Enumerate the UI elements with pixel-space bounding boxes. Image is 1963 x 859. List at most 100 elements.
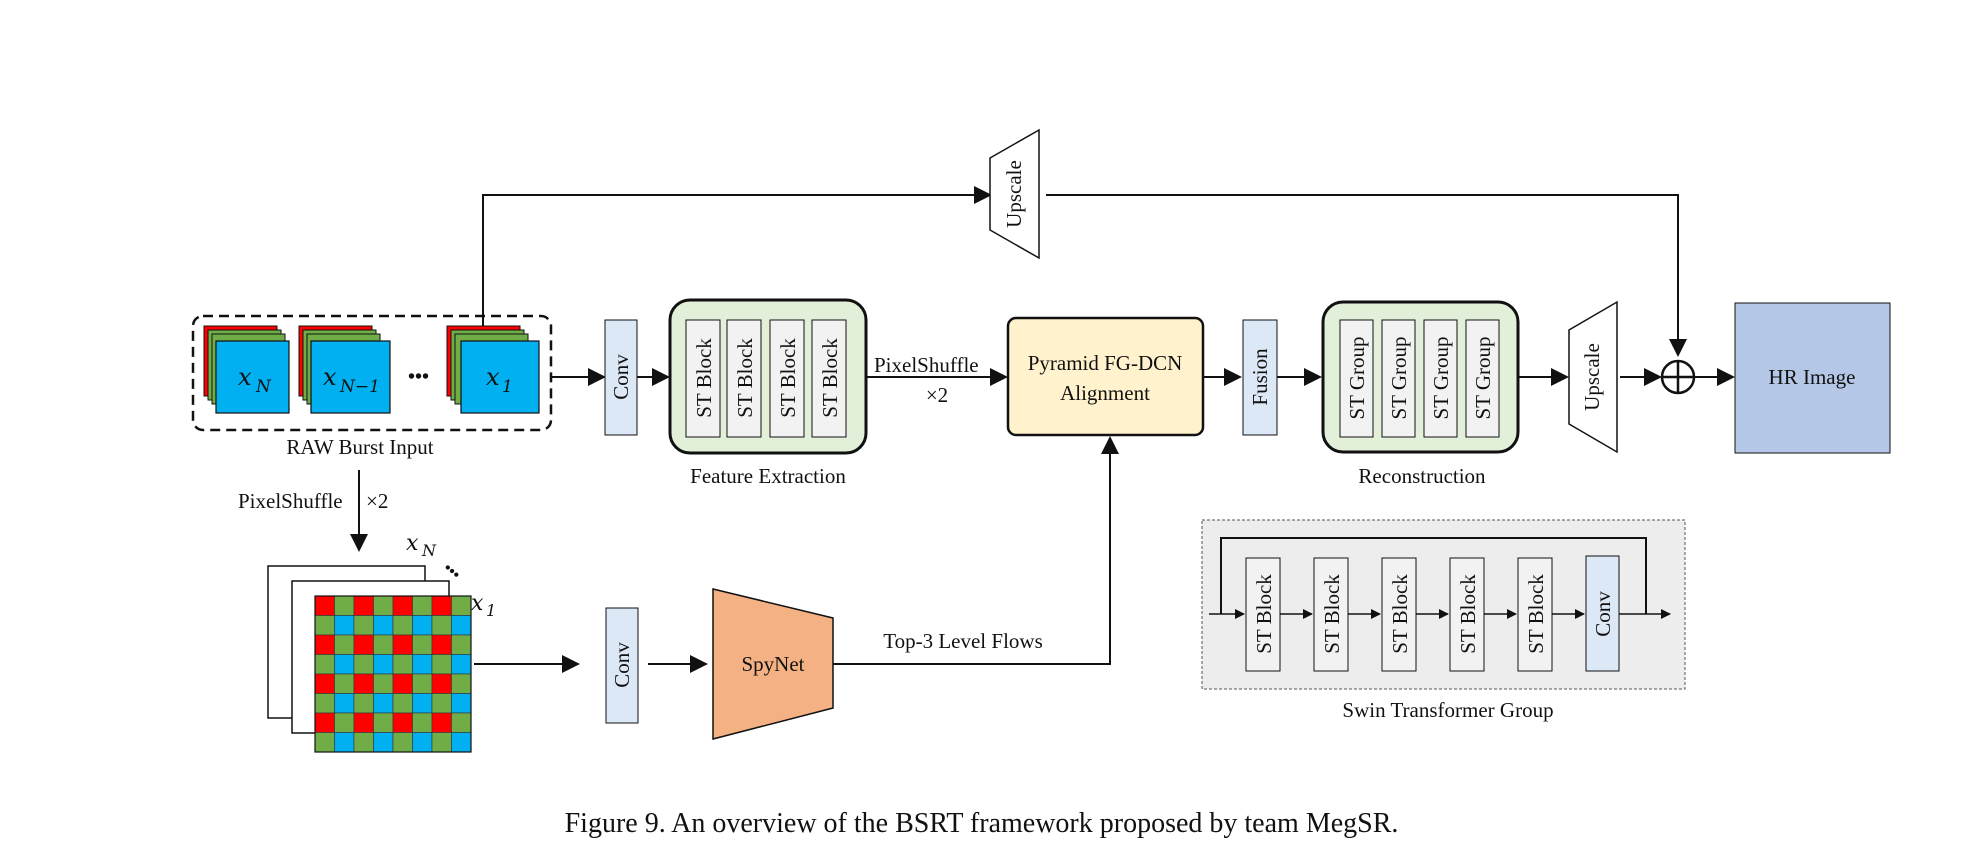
- swin-block-4-label: ST Block: [1456, 574, 1480, 654]
- bayer-cell: [334, 615, 355, 636]
- fe-block-1-label: ST Block: [692, 338, 716, 418]
- rc-group-3-label: ST Group: [1429, 336, 1453, 419]
- bayer-cell: [451, 693, 472, 714]
- bayer-cell: [334, 732, 355, 753]
- swin-block-4: [1449, 557, 1485, 672]
- raw-burst-input: x N x N−1 ••• x 1 RAW Burst Input: [191, 314, 553, 459]
- sum-icon: [1660, 359, 1696, 395]
- bayer-cell: [353, 595, 374, 616]
- swin-transformer-group: ST Block ST Block ST Block ST Block ST B…: [1201, 519, 1686, 722]
- bayer-cell: [392, 693, 413, 714]
- bayer-cell: [314, 732, 335, 753]
- swin-conv-label: Conv: [1591, 591, 1615, 637]
- swin-block-2-label: ST Block: [1320, 574, 1344, 654]
- bayer-cell: [334, 673, 355, 694]
- conv-bottom: Conv: [605, 607, 639, 724]
- raw-frame-1-sub: 1: [502, 377, 513, 397]
- bayer-cell: [431, 712, 452, 733]
- bayer-cell: [392, 712, 413, 733]
- upscale-top: Upscale: [989, 128, 1040, 260]
- pixelshuffle-mid-factor: ×2: [926, 383, 948, 407]
- bayer-cell: [314, 712, 335, 733]
- rc-group-1: [1339, 319, 1374, 438]
- bayer-cell: [392, 595, 413, 616]
- pixelshuffle-down-label: PixelShuffle: [238, 489, 343, 513]
- swin-block-5: [1517, 557, 1553, 672]
- bayer-cell: [451, 732, 472, 753]
- rc-group-4: [1465, 319, 1500, 438]
- rc-group-2: [1381, 319, 1416, 438]
- flows-line: [833, 436, 1119, 665]
- fe-block-2-label: ST Block: [733, 338, 757, 418]
- bayer-cell: [353, 615, 374, 636]
- bayer-cell: [431, 673, 452, 694]
- pixelshuffle-down-factor: ×2: [366, 489, 388, 513]
- bayer-cell: [353, 693, 374, 714]
- alignment-line2: Alignment: [1060, 381, 1150, 405]
- alignment-line1: Pyramid FG-DCN: [1028, 351, 1183, 375]
- raw-frame-n-minus-1: x N−1: [298, 325, 391, 414]
- raw-frame-n: x N: [203, 325, 290, 414]
- bayer-cell: [334, 712, 355, 733]
- bayer-cell: [373, 615, 394, 636]
- fusion-block: Fusion: [1242, 319, 1278, 436]
- bayer-cell: [451, 654, 472, 675]
- rc-group-3: [1423, 319, 1458, 438]
- bayer-cell: [314, 673, 335, 694]
- bayer-cell: [373, 693, 394, 714]
- hr-image-block: HR Image: [1734, 302, 1891, 454]
- bayer-cell: [353, 634, 374, 655]
- conv-bottom-label: Conv: [610, 642, 634, 688]
- bayer-cell: [451, 673, 472, 694]
- bayer-cell: [412, 673, 433, 694]
- bayer-cell: [353, 712, 374, 733]
- swin-block-1: [1245, 557, 1281, 672]
- raw-frame-1-symbol: x: [486, 363, 500, 391]
- raw-burst-dashed-border: [191, 314, 553, 432]
- bayer-cell: [334, 595, 355, 616]
- raw-burst-label: RAW Burst Input: [286, 435, 433, 459]
- bayer-cell: [314, 595, 335, 616]
- bayer-cell: [334, 634, 355, 655]
- bayer-cell: [412, 654, 433, 675]
- fusion-label: Fusion: [1248, 348, 1272, 406]
- hr-image-label: HR Image: [1769, 365, 1856, 389]
- bayer-cell: [353, 732, 374, 753]
- conv-top-label: Conv: [609, 354, 633, 400]
- bayer-cell: [412, 615, 433, 636]
- rc-group-1-label: ST Group: [1345, 336, 1369, 419]
- bayer-cell: [431, 615, 452, 636]
- bayer-bottom-symbol: x: [471, 591, 484, 616]
- bayer-cell: [412, 693, 433, 714]
- fe-block-2: [726, 319, 762, 438]
- fe-block-1: [685, 319, 721, 438]
- feature-extraction-label: Feature Extraction: [690, 464, 846, 488]
- fe-block-3-label: ST Block: [776, 338, 800, 418]
- bayer-cell: [392, 634, 413, 655]
- rc-group-2-label: ST Group: [1387, 336, 1411, 419]
- swin-block-2: [1313, 557, 1349, 672]
- reconstruction-label: Reconstruction: [1358, 464, 1486, 488]
- bayer-cell: [392, 615, 413, 636]
- bayer-cell: [334, 693, 355, 714]
- fe-block-4: [811, 319, 847, 438]
- raw-frame-n-symbol: x: [238, 363, 252, 391]
- spynet-block: SpyNet: [712, 588, 834, 740]
- bayer-cell: [412, 595, 433, 616]
- bayer-cell: [431, 634, 452, 655]
- alignment-block: Pyramid FG-DCN Alignment: [1006, 316, 1205, 437]
- bayer-stack: x N ••• x 1: [267, 531, 496, 753]
- swin-block-3-label: ST Block: [1388, 574, 1412, 654]
- figure-caption: Figure 9. An overview of the BSRT framew…: [564, 808, 1399, 839]
- bayer-cell: [373, 595, 394, 616]
- skip-line: [482, 186, 992, 326]
- bayer-cell: [431, 654, 452, 675]
- conv-top: Conv: [604, 319, 638, 436]
- bayer-cell: [314, 693, 335, 714]
- bayer-cell: [412, 732, 433, 753]
- bayer-cell: [392, 732, 413, 753]
- swin-block-1-label: ST Block: [1252, 574, 1276, 654]
- raw-frame-1: x 1: [446, 325, 540, 414]
- fe-block-3: [769, 319, 805, 438]
- bayer-cell: [431, 595, 452, 616]
